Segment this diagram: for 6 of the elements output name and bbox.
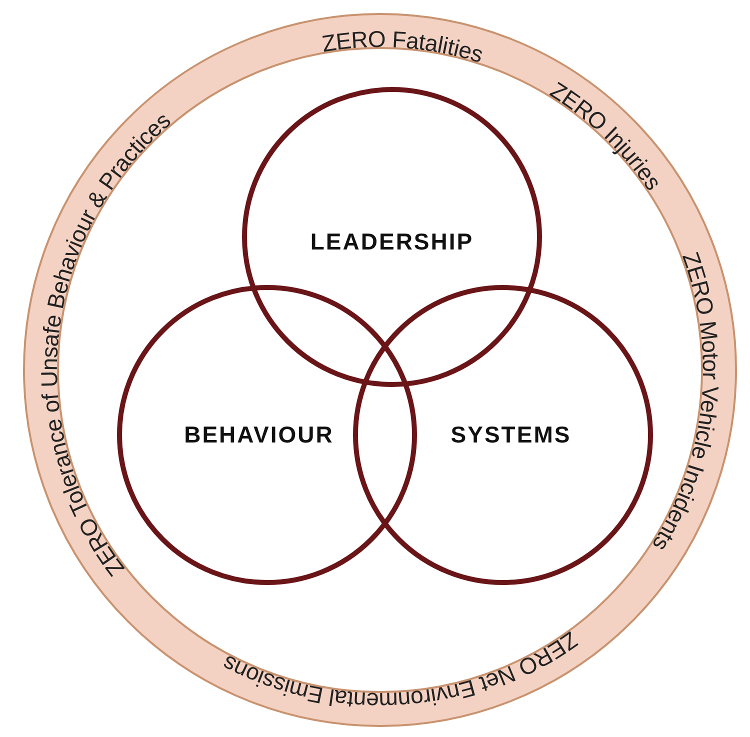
ring-text: ZERO Fatalities bbox=[320, 26, 486, 68]
circle-label: LEADERSHIP bbox=[310, 228, 474, 256]
venn-circle bbox=[353, 285, 653, 585]
venn-circle bbox=[242, 87, 542, 387]
circle-label: SYSTEMS bbox=[450, 422, 572, 448]
circle-label: BEHAVIOUR bbox=[184, 422, 334, 448]
